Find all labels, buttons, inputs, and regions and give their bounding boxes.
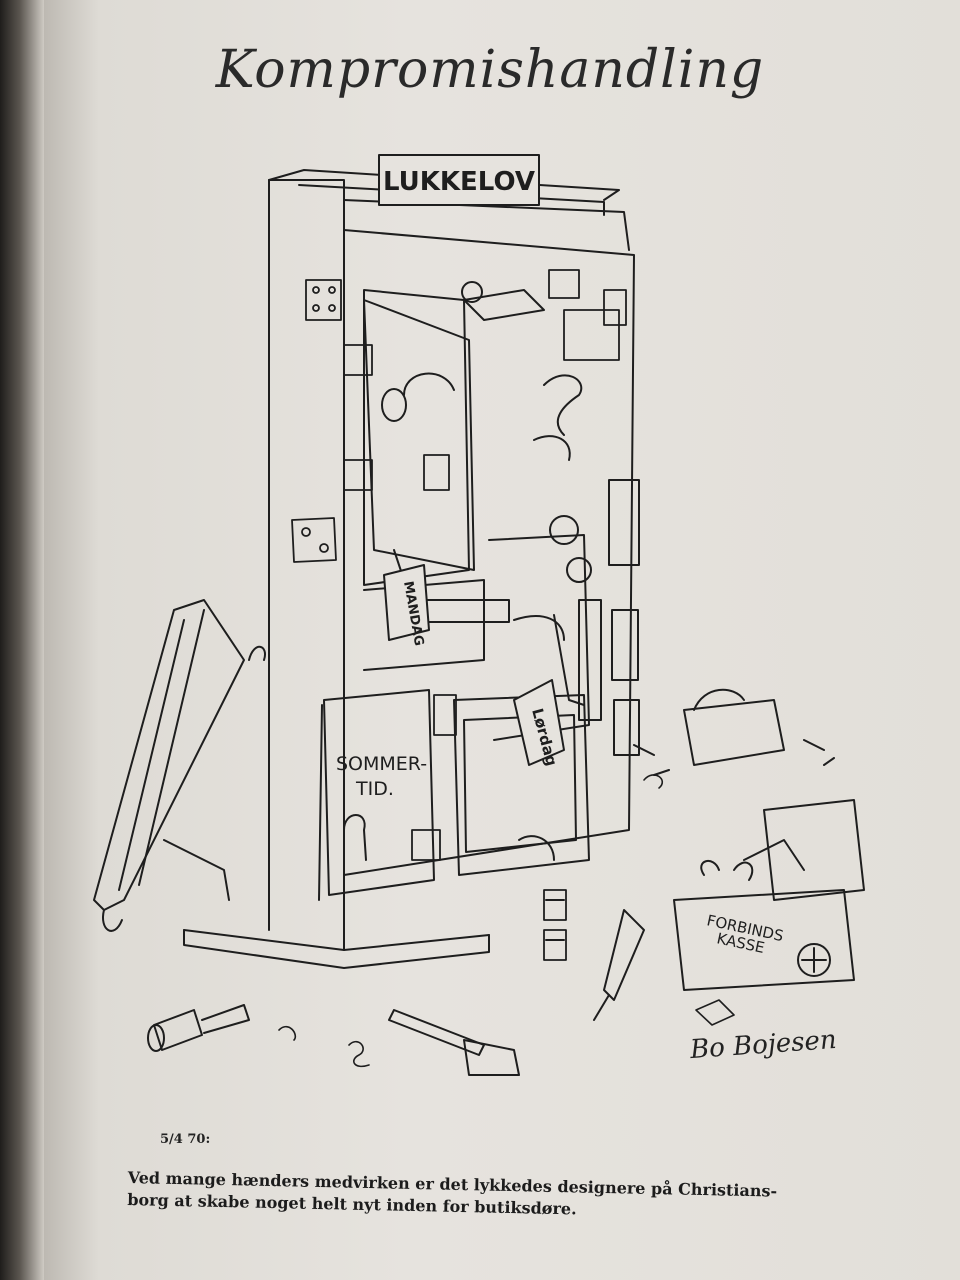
cartoon-title: Kompromishandling	[215, 40, 765, 100]
first-aid-kit-drawing: FORBINDS KASSE	[673, 799, 865, 991]
plane-tool-drawing	[633, 688, 835, 776]
screwdriver-drawing	[593, 909, 645, 1021]
mandag-sign: MANDAG	[383, 564, 430, 647]
lordag-sign: Lørdag	[513, 679, 565, 768]
lukkelov-sign-text: LUKKELOV	[383, 167, 535, 197]
chisel-drawing	[147, 1004, 250, 1052]
cartoon-illustration: LUKKELOV MANDAG Lørdag SOMMER- TID. F	[93, 154, 865, 1076]
sommertid-panel	[318, 689, 435, 901]
scattered-screws	[278, 774, 735, 1068]
saw-drawing	[93, 599, 266, 932]
lukkelov-sign: LUKKELOV	[378, 154, 540, 206]
book-spine-shadow	[0, 0, 44, 1280]
sommertid-text-line1: SOMMER-	[336, 753, 427, 775]
caption-date: 5/4 70:	[160, 1132, 211, 1147]
lock-plates	[578, 479, 640, 756]
hinges	[291, 269, 627, 961]
sommertid-text-line2: TID.	[355, 778, 394, 800]
hammer-drawing	[388, 1009, 520, 1076]
upper-panel	[363, 299, 475, 571]
